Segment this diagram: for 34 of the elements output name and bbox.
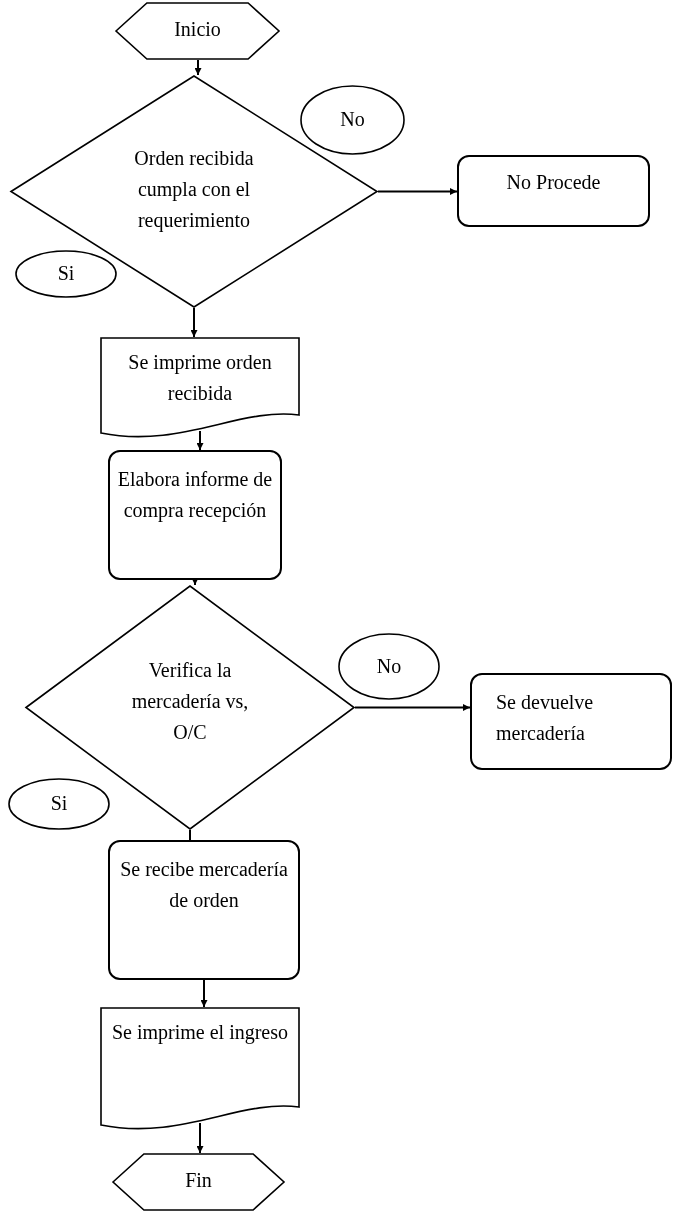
- arrow: [200, 979, 208, 1008]
- arrow: [354, 704, 471, 711]
- process-box: [470, 673, 672, 770]
- arrow: [191, 578, 199, 586]
- node-label: Se imprime el ingreso: [110, 1020, 290, 1046]
- node-label: Si: [56, 261, 76, 286]
- arrow: [194, 59, 202, 76]
- answer-oval: [300, 85, 405, 155]
- process-box: [108, 840, 300, 980]
- decision-diamond: [25, 585, 355, 830]
- node-label: Se recibe mercadería de orden: [119, 857, 289, 913]
- terminal-hexagon: [115, 2, 280, 60]
- decision-diamond: [10, 75, 378, 308]
- answer-oval: [8, 778, 110, 830]
- process-box: [457, 155, 650, 227]
- node-label: Se devuelve mercadería: [495, 690, 595, 746]
- node-label: No: [375, 654, 403, 679]
- node-label: No Procede: [505, 170, 602, 195]
- terminal-hexagon: [112, 1153, 285, 1211]
- arrow: [196, 430, 204, 451]
- answer-oval: [15, 250, 117, 298]
- node-label: Fin: [184, 1168, 213, 1193]
- node-label: No: [339, 107, 366, 132]
- arrow: [190, 307, 198, 338]
- node-label: Verifica la mercadería vs, O/C: [130, 658, 250, 745]
- arrow: [377, 188, 458, 195]
- node-label: Orden recibida cumpla con el requerimiento: [133, 146, 255, 234]
- process-box: [108, 450, 282, 580]
- node-label: Si: [49, 791, 69, 816]
- node-label: Inicio: [173, 17, 222, 42]
- arrow: [196, 1122, 204, 1154]
- answer-oval: [338, 633, 440, 700]
- node-label: Elabora informe de compra recepción: [116, 467, 274, 524]
- node-label: Se imprime orden recibida: [127, 350, 273, 406]
